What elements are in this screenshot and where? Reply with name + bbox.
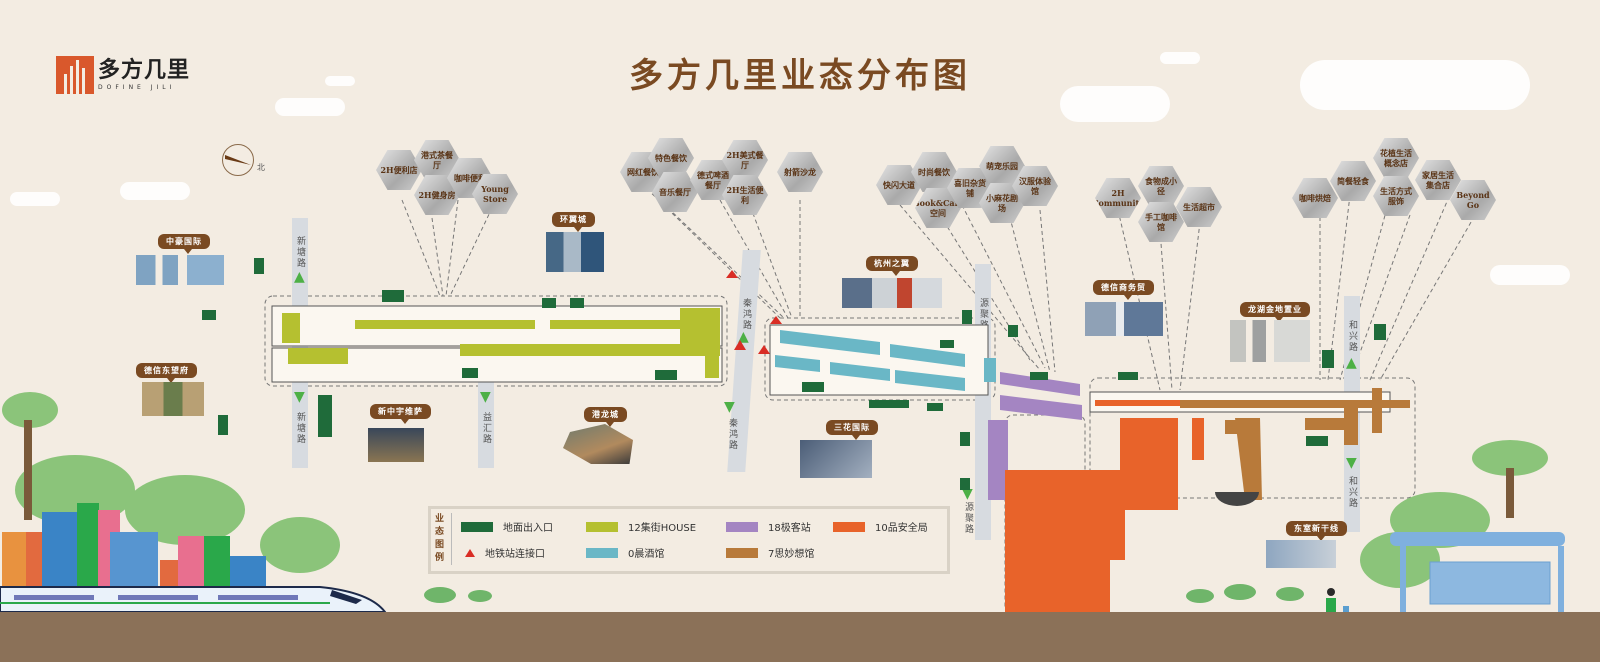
- logo-name-cn: 多方几里: [98, 57, 191, 83]
- legend-item: 18极客站: [726, 519, 811, 534]
- compass-north-label: 北: [257, 163, 265, 172]
- legend-swatch: [833, 521, 865, 532]
- arrow-up-icon: ▲: [294, 269, 305, 285]
- zone-10pin: [1005, 400, 1204, 615]
- legend-swatch: [461, 521, 493, 532]
- legend-swatch: [586, 547, 618, 558]
- legend-label: 7思妙想馆: [768, 549, 815, 560]
- building-image: [142, 382, 204, 416]
- legend-item: 12集街HOUSE: [586, 519, 696, 534]
- building-image: [1085, 302, 1163, 336]
- hex-shop[interactable]: 音乐餐厅: [652, 172, 698, 212]
- page-title: 多方几里业态分布图: [629, 56, 971, 96]
- hex-shop[interactable]: Book&Cafe空间: [915, 188, 961, 228]
- road-label: 新塘路: [295, 236, 305, 269]
- legend-swatch: [726, 521, 758, 532]
- legend-label: 地铁站连接口: [485, 549, 545, 560]
- landmark-tag: 杭州之翼: [866, 256, 918, 276]
- building-image: [136, 255, 224, 285]
- landmark-tag: 环翼城: [552, 212, 595, 232]
- rotunda: [1215, 492, 1259, 506]
- legend-item: 0晨酒馆: [586, 545, 664, 560]
- legend-swatch: [586, 521, 618, 532]
- cloud-decoration: [1490, 265, 1570, 285]
- cloud-decoration: [1160, 52, 1200, 64]
- legend-label: 0晨酒馆: [628, 549, 665, 560]
- building-image: [842, 278, 942, 308]
- ground: [0, 612, 1600, 662]
- landmark-tag: 东室新干线: [1286, 521, 1347, 541]
- hex-shop[interactable]: 2H生活便利: [722, 175, 768, 215]
- road-label: 和兴路: [1347, 320, 1357, 353]
- building-image: [1230, 320, 1310, 362]
- road-label: 和兴路: [1347, 476, 1357, 509]
- legend-item: 10品安全局: [833, 519, 928, 534]
- legend-label: 10品安全局: [875, 523, 928, 534]
- arrow-down-icon: ▼: [962, 486, 973, 502]
- hex-shop[interactable]: 射箭沙龙: [777, 152, 823, 192]
- road-yihui: [478, 358, 494, 468]
- road-label: 秦鸿路: [741, 298, 751, 331]
- landmark-tag: 德信商务贸: [1093, 280, 1154, 300]
- landmark-tag: 中豪国际: [158, 234, 210, 254]
- logo-name-en: DOFINE JILI: [98, 83, 176, 91]
- brand-logo: 多方几里 DOFINE JILI: [56, 56, 190, 94]
- road-label: 益汇路: [481, 412, 491, 445]
- zone-0chen: [775, 330, 996, 391]
- legend-item: 地铁站连接口: [451, 545, 545, 560]
- landmark-tag: 三花国际: [826, 420, 878, 440]
- legend-swatch: [726, 547, 758, 558]
- legend-label: 地面出入口: [503, 523, 553, 534]
- legend-item: 地面出入口: [461, 519, 553, 534]
- metro-triangle-icon: [465, 548, 475, 557]
- road-label: 源聚路: [963, 502, 973, 535]
- landmark-tag: 港龙城: [584, 407, 627, 427]
- legend-heading: 业态图例: [435, 513, 452, 565]
- zone-7simiao: [1180, 388, 1410, 500]
- metro-link-markers: [726, 270, 782, 354]
- zone-18jike: [988, 372, 1082, 500]
- landmark-tag: 新中宇维萨: [370, 404, 431, 424]
- compass-icon: [222, 144, 254, 176]
- building-image: [800, 440, 872, 478]
- road-label: 秦鸿路: [727, 418, 737, 451]
- cloud-decoration: [120, 182, 190, 200]
- cloud-decoration: [1300, 60, 1530, 110]
- building-image: [368, 428, 424, 462]
- hex-shop[interactable]: 2H美式餐厅: [722, 140, 768, 180]
- cloud-decoration: [1060, 86, 1170, 122]
- legend-item: 7思妙想馆: [726, 545, 814, 560]
- arrow-up-icon: ▲: [1346, 355, 1357, 371]
- arrow-down-icon: ▼: [294, 389, 305, 405]
- arrow-down-icon: ▼: [724, 399, 735, 415]
- hex-shop[interactable]: 特色餐饮: [648, 138, 694, 178]
- legend-label: 12集街HOUSE: [628, 523, 697, 534]
- legend-label: 18极客站: [768, 523, 811, 534]
- road-label: 源聚路: [978, 298, 988, 331]
- cloud-decoration: [275, 98, 345, 116]
- arrow-up-icon: ▲: [738, 329, 749, 345]
- ground-entrances: [202, 258, 1386, 490]
- building-image: [1266, 540, 1336, 568]
- zone-12jiejie: [282, 308, 720, 378]
- arrow-down-icon: ▼: [480, 389, 491, 405]
- legend: 业态图例 地面出入口 12集街HOUSE 18极客站 10品安全局 地铁站连接口…: [428, 506, 950, 574]
- building-image: [546, 232, 604, 272]
- landmark-tag: 德信东望府: [136, 363, 197, 383]
- logo-mark-icon: [56, 56, 94, 94]
- arrow-down-icon: ▼: [1346, 455, 1357, 471]
- road-label: 新塘路: [295, 412, 305, 445]
- landmark-tag: 龙湖金地置业: [1240, 302, 1310, 322]
- cloud-decoration: [325, 76, 355, 86]
- cloud-decoration: [10, 192, 60, 206]
